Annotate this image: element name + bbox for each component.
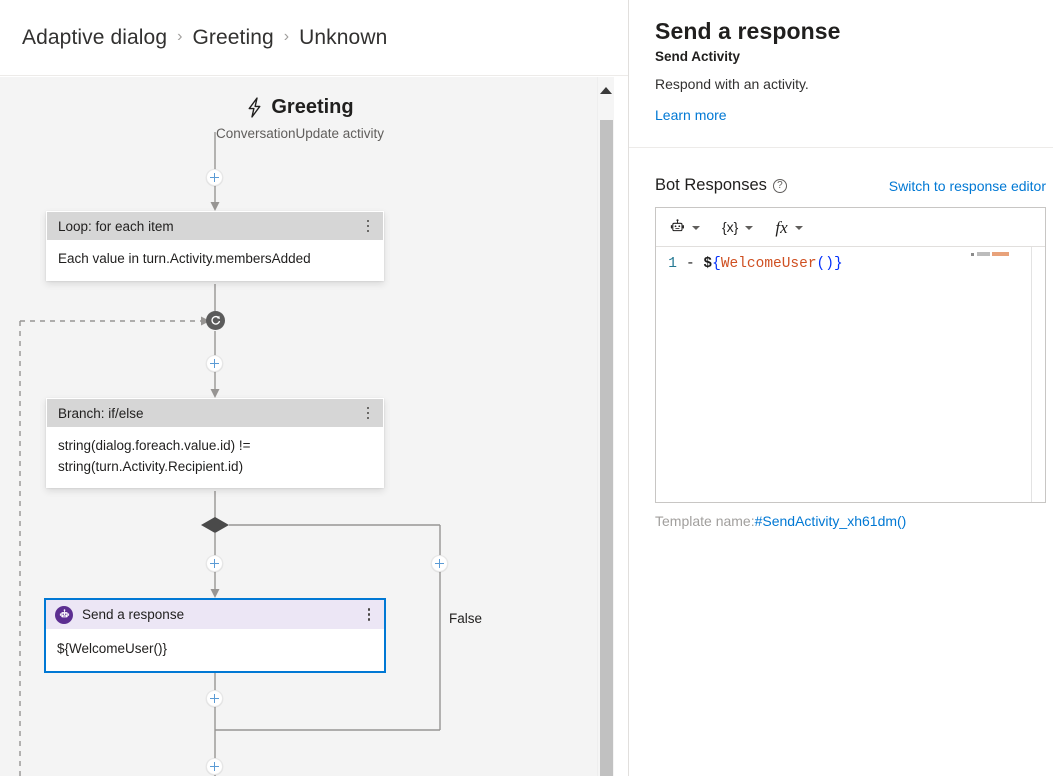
bot-responses-label-group: Bot Responses ?: [655, 176, 787, 195]
chevron-down-icon: [745, 225, 754, 230]
lg-code-area[interactable]: 1 - ${WelcomeUser()}: [656, 247, 1045, 502]
add-node-button[interactable]: [206, 758, 223, 775]
bot-icon: [670, 218, 685, 236]
minimap-token-block: [992, 252, 1009, 256]
flow-node-title: Send a response: [82, 607, 185, 622]
code-line: 1 - ${WelcomeUser()}: [656, 255, 1045, 274]
flow-node-header: Send a response: [46, 600, 384, 629]
bot-icon: [55, 605, 73, 624]
code-token-dollar: $: [703, 256, 713, 272]
bot-responses-header-row: Bot Responses ? Switch to response edito…: [655, 176, 1049, 195]
dialog-editor-column: Adaptive dialog › Greeting › Unknown: [0, 0, 629, 776]
page-title: Send a response: [655, 18, 841, 44]
line-number: 1: [668, 256, 677, 272]
breadcrumb-item-unknown[interactable]: Unknown: [299, 25, 388, 49]
template-name-value[interactable]: #SendActivity_xh61dm(): [754, 513, 907, 529]
flow-node-header: Branch: if/else: [47, 399, 383, 427]
trigger-title-row: Greeting: [246, 96, 354, 119]
breadcrumb-separator-icon: ›: [177, 28, 183, 45]
property-dropdown[interactable]: {x}: [722, 219, 754, 235]
scrollbar-thumb[interactable]: [600, 120, 613, 776]
editor-minimap[interactable]: [971, 252, 1017, 258]
flow-node-body: string(dialog.foreach.value.id) != strin…: [47, 427, 383, 488]
minimap-line-marker: [971, 253, 974, 256]
template-name-label: Template name:: [655, 513, 755, 529]
function-fx-icon: fx: [775, 217, 788, 237]
template-name-row: Template name:#SendActivity_xh61dm(): [655, 513, 1049, 529]
add-node-button[interactable]: [206, 690, 223, 707]
bot-template-dropdown[interactable]: [670, 218, 700, 236]
breadcrumb-separator-icon: ›: [283, 28, 290, 45]
breadcrumb: Adaptive dialog › Greeting › Unknown: [22, 26, 387, 50]
add-node-button-false-branch[interactable]: [431, 555, 448, 572]
breadcrumb-item-greeting[interactable]: Greeting: [192, 25, 274, 49]
flow-node-body: Each value in turn.Activity.membersAdded: [47, 240, 383, 280]
edge-label-false: False: [449, 611, 483, 626]
code-token-parens: (): [816, 256, 834, 272]
property-panel: Send a response Send Activity Respond wi…: [629, 0, 1053, 776]
bot-responses-label: Bot Responses: [655, 176, 767, 194]
node-more-options-icon[interactable]: [360, 604, 378, 626]
code-token-dash: -: [686, 256, 704, 272]
chevron-down-icon: [692, 225, 700, 230]
flow-node-title: Branch: if/else: [58, 405, 144, 421]
breadcrumb-bar: Adaptive dialog › Greeting › Unknown: [0, 0, 628, 76]
add-node-button-true-branch[interactable]: [206, 555, 223, 572]
lightning-bolt-icon: [246, 97, 263, 118]
code-token-open-brace: {: [712, 256, 721, 272]
code-token-function: WelcomeUser: [720, 256, 817, 272]
flow-node-send-a-response[interactable]: Send a response ${WelcomeUser()}: [44, 598, 386, 673]
flow-node-body: ${WelcomeUser()}: [46, 629, 384, 671]
minimap-token-block: [977, 252, 990, 256]
flow-node-branch[interactable]: Branch: if/else string(dialog.foreach.va…: [46, 398, 384, 489]
code-token-close-brace: }: [833, 256, 843, 272]
trigger-subtitle: ConversationUpdate activity: [215, 126, 385, 141]
question-mark-icon[interactable]: ?: [772, 178, 787, 193]
bot-responses-section: Bot Responses ? Switch to response edito…: [629, 176, 1053, 529]
flow-node-title: Loop: for each item: [58, 218, 174, 234]
node-more-options-icon[interactable]: [359, 215, 377, 237]
canvas-vertical-scrollbar[interactable]: [597, 77, 614, 776]
node-more-options-icon[interactable]: [359, 402, 377, 424]
switch-to-response-editor-link[interactable]: Switch to response editor: [888, 177, 1046, 194]
dialog-flow-canvas[interactable]: Greeting ConversationUpdate activity Tru…: [0, 77, 628, 776]
scroll-up-arrow-icon[interactable]: [600, 87, 612, 94]
add-node-button[interactable]: [206, 169, 223, 186]
breadcrumb-item-adaptive-dialog[interactable]: Adaptive dialog: [22, 25, 168, 49]
canvas-right-rail: [614, 77, 628, 776]
flow-node-header: Loop: for each item: [47, 212, 383, 240]
code-content[interactable]: - ${WelcomeUser()}: [686, 255, 843, 274]
function-dropdown[interactable]: fx: [775, 217, 803, 237]
lg-editor-toolbar: {x} fx: [656, 208, 1045, 247]
trigger-header[interactable]: Greeting ConversationUpdate activity: [0, 96, 600, 141]
curly-braces-x-icon: {x}: [722, 219, 739, 235]
panel-description: Respond with an activity.: [655, 76, 809, 93]
loop-refresh-icon: [206, 311, 225, 330]
learn-more-link[interactable]: Learn more: [655, 107, 727, 124]
panel-subtitle: Send Activity: [655, 49, 741, 65]
chevron-down-icon: [794, 225, 803, 230]
lg-code-editor[interactable]: {x} fx 1 - ${WelcomeUser()}: [655, 207, 1046, 503]
add-node-button[interactable]: [206, 355, 223, 372]
property-panel-header: Send a response Send Activity Respond wi…: [629, 0, 1053, 148]
trigger-title: Greeting: [271, 96, 354, 118]
flow-node-loop[interactable]: Loop: for each item Each value in turn.A…: [46, 211, 384, 281]
editor-vertical-scrollbar[interactable]: [1031, 247, 1045, 502]
